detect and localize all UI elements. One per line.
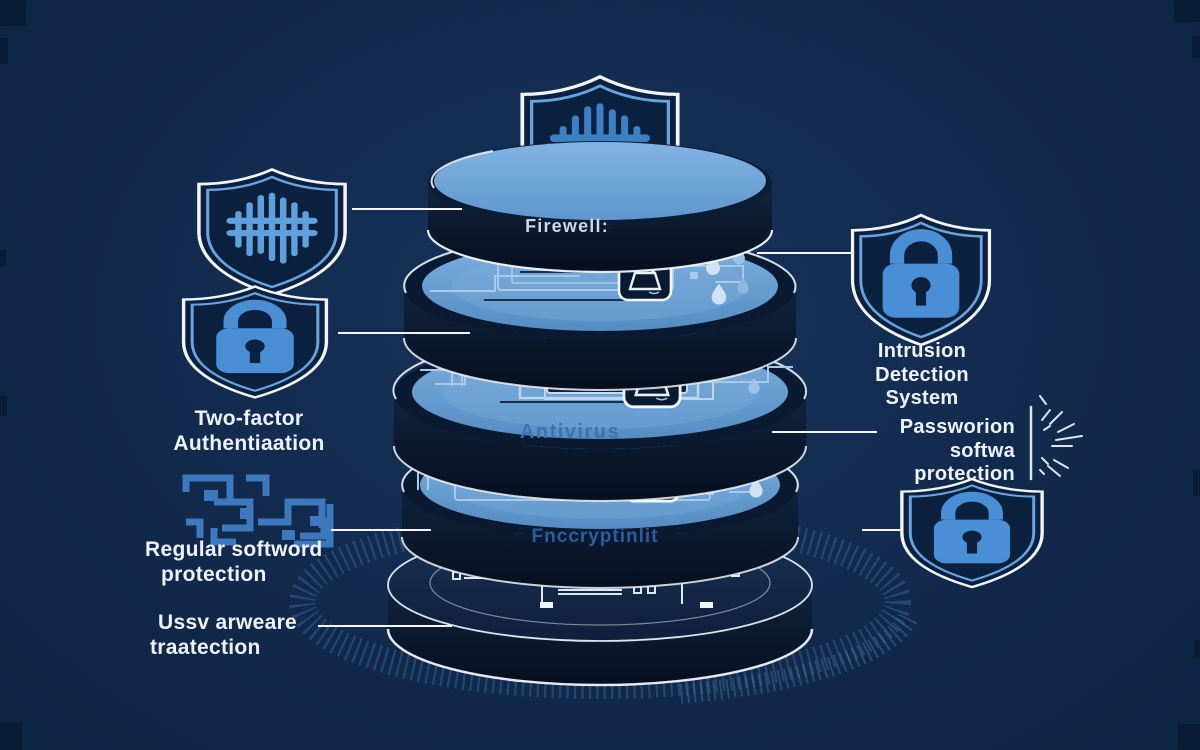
callout-user-awareness-line1: Ussv arweare (158, 611, 298, 634)
lock-shield-icon (853, 215, 990, 345)
callout-two-factor: Two-factor Authentiaation (173, 407, 324, 457)
connector-lines (318, 208, 900, 627)
callout-password-protection: Passworion softwa protection (900, 416, 1015, 487)
callout-intrusion-line1: Intrusion (877, 340, 967, 362)
disc-top (426, 141, 774, 274)
hatch-ring (289, 505, 918, 704)
qr-code-icon (182, 474, 334, 548)
lock-shield-icon (902, 479, 1042, 587)
callout-two-factor-line2: Authentiaation (173, 431, 325, 455)
callout-regular-line2: protection (161, 562, 267, 586)
callout-password-line1: Passworion (899, 416, 1015, 438)
callout-password-line3: protection (914, 463, 1015, 486)
callout-password-line2: softwa (949, 439, 1015, 462)
layer-label-antivirus: Antivirus (519, 421, 621, 443)
callout-intrusion-line3: System (885, 387, 959, 410)
callout-two-factor-line1: Two-factor (194, 407, 304, 430)
callout-regular-line1: Regular softword (145, 538, 323, 561)
layer-label-encryption: Fnccryptinlit (531, 526, 659, 547)
layer-label-firewall: Firewell: (525, 216, 609, 236)
callout-user-awareness: Ussv arweare traatection (150, 611, 297, 661)
callout-intrusion-detection: Intrusion Detection System (875, 340, 969, 411)
callout-regular-protection: Regular softword protection (145, 538, 322, 588)
callout-user-awareness-line2: traatection (150, 635, 261, 659)
lock-shield-icon (184, 287, 327, 398)
firewall-grid-shield-icon (199, 169, 345, 294)
callout-intrusion-line2: Detection (875, 363, 969, 386)
sparkle-burst-icon (1029, 395, 1083, 481)
